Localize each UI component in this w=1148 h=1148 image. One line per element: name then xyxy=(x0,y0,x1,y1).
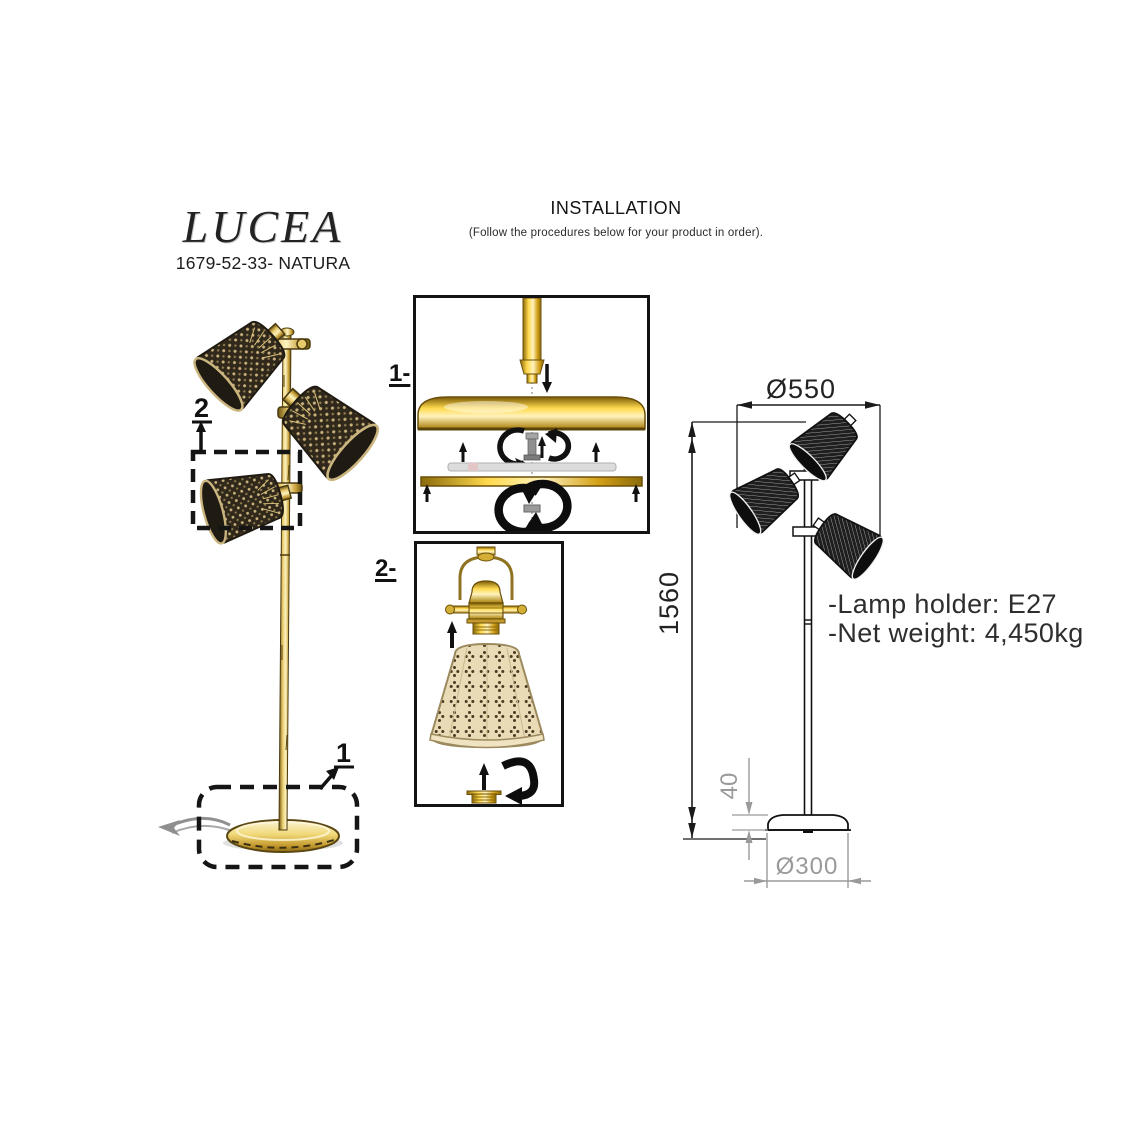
nut xyxy=(523,504,541,513)
dashed-box-base xyxy=(196,784,360,870)
up-arrow-icon xyxy=(423,484,640,502)
tech-shade-right xyxy=(800,500,889,584)
technical-drawing: Ø550 1560 xyxy=(654,374,889,888)
step-1-label: 1- xyxy=(389,360,411,387)
callout-shade: 2 xyxy=(190,393,303,531)
callout-label-1: 1 xyxy=(336,738,351,768)
shade-ring xyxy=(466,790,502,804)
spec-lamp-holder: -Lamp holder: E27 xyxy=(828,589,1057,619)
dimension-base-diameter: Ø300 xyxy=(744,833,871,888)
pole-end xyxy=(519,298,545,384)
page-subtitle: (Follow the procedures below for your pr… xyxy=(468,227,764,239)
lamp-holder xyxy=(445,546,527,635)
lamp-pole xyxy=(278,327,295,831)
page-header: INSTALLATION (Follow the procedures belo… xyxy=(400,198,832,239)
dimension-head-span: Ø550 xyxy=(736,374,881,538)
dimension-total-height: 1560 xyxy=(654,421,806,840)
spec-net-weight: -Net weight: 4,450kg xyxy=(828,618,1084,649)
power-cord xyxy=(158,816,233,836)
base-dome xyxy=(417,396,646,431)
base-outline xyxy=(767,814,849,831)
step-2-diagram xyxy=(429,546,545,804)
rotate-arrow-tip xyxy=(545,428,557,443)
tech-shade-left xyxy=(724,455,813,539)
washer xyxy=(447,462,617,472)
dashed-box-shade xyxy=(190,449,303,531)
perforated-shade xyxy=(429,642,545,749)
brand-title: LUCEA xyxy=(182,201,344,252)
base-nub xyxy=(803,830,813,833)
callout-base: 1 xyxy=(196,738,360,870)
pole-outline xyxy=(803,439,813,818)
brand-block: LUCEA 1679-52-33- NATURA xyxy=(153,204,373,274)
up-arrow-icon xyxy=(459,442,600,462)
washer-detail xyxy=(468,463,478,471)
dim-total-height-text: 1560 xyxy=(654,571,684,635)
lamp-outline xyxy=(724,398,889,833)
diagonal-arrow-icon xyxy=(326,767,339,780)
up-arrow-icon xyxy=(447,621,457,648)
dim-base-diameter-text: Ø300 xyxy=(776,853,839,880)
callout-label-2: 2 xyxy=(194,393,209,423)
up-arrow-icon xyxy=(538,436,546,458)
dim-head-span-text: Ø550 xyxy=(766,374,836,404)
down-arrow-icon xyxy=(542,364,552,393)
up-arrow-icon xyxy=(479,763,489,790)
rotate-arrow-tip xyxy=(519,484,537,504)
dim-base-height-text: 40 xyxy=(716,773,743,800)
spec-block: -Lamp holder: E27 -Net weight: 4,450kg xyxy=(828,589,1084,649)
step-2-label: 2- xyxy=(375,555,397,582)
lamp-base xyxy=(223,819,343,853)
rotate-arrow-icon xyxy=(501,757,539,804)
model-number: 1679-52-33- NATURA xyxy=(175,253,351,273)
screw-fastener xyxy=(523,432,541,461)
product-photo: 2 1 xyxy=(158,315,386,870)
step-1-diagram xyxy=(417,298,646,531)
up-arrow-icon xyxy=(196,421,206,432)
dimension-base-height: 40 xyxy=(716,758,768,860)
page-title: INSTALLATION xyxy=(550,198,682,218)
step-2-box xyxy=(414,541,564,807)
step-1-box xyxy=(413,295,650,534)
rotate-arrow-tip xyxy=(528,512,546,531)
